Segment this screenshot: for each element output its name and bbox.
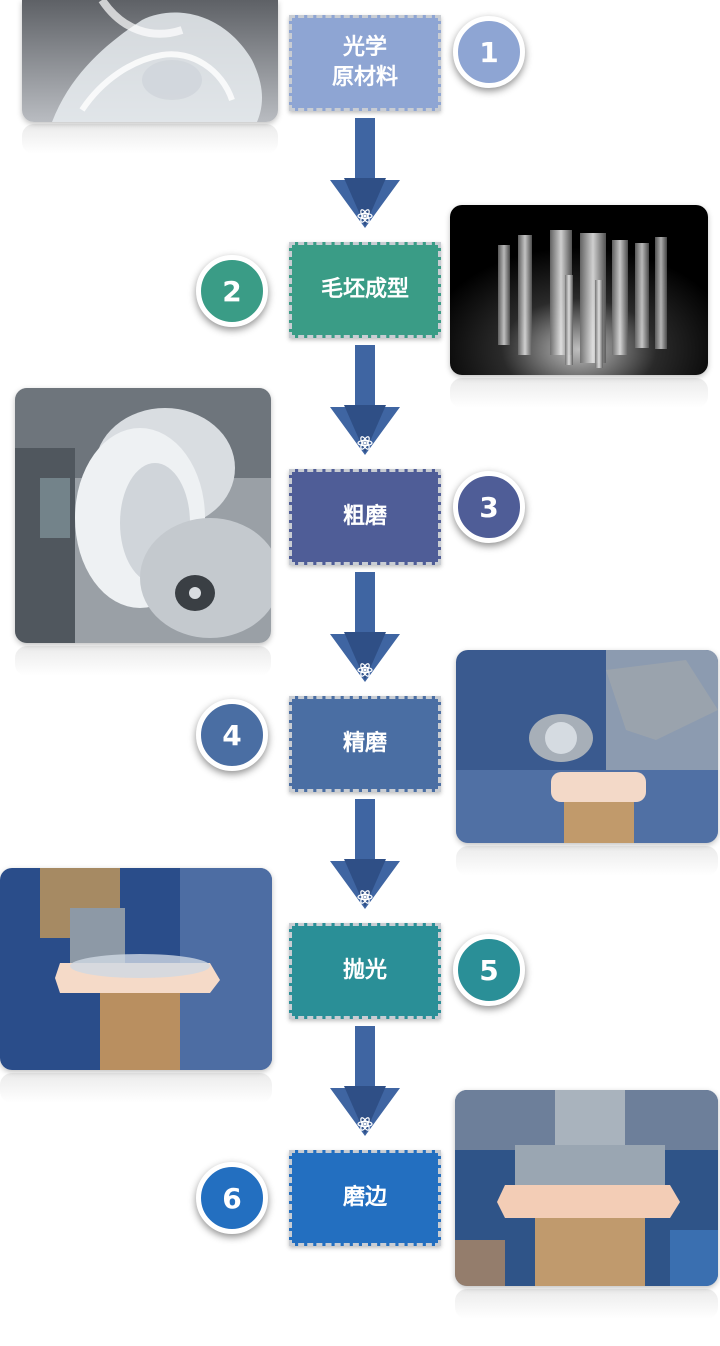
atom-icon	[357, 663, 373, 677]
down-arrow-5	[330, 1026, 400, 1136]
glass-rods-photo	[450, 205, 708, 375]
down-arrow-4	[330, 799, 400, 909]
step-box-6: 磨边	[289, 1150, 441, 1246]
step-box-4: 精磨	[289, 696, 441, 792]
down-arrow-2	[330, 345, 400, 455]
step-label-5: 抛光	[342, 958, 387, 983]
step-label-3: 粗磨	[342, 504, 387, 529]
step-label-1: 光学 原材料	[331, 35, 398, 90]
down-arrow-1	[330, 118, 400, 228]
step-number-text-3: 3	[479, 490, 499, 524]
step-label-6: 磨边	[342, 1185, 387, 1210]
step-number-4: 4	[196, 699, 268, 771]
atom-icon	[357, 209, 373, 223]
step-number-6: 6	[196, 1162, 268, 1234]
step-box-2: 毛坯成型	[289, 242, 441, 338]
crystal-glass-photo	[22, 0, 278, 122]
step-label-4: 精磨	[342, 731, 387, 756]
step-number-text-5: 5	[479, 953, 499, 987]
step-box-3: 粗磨	[289, 469, 441, 565]
atom-icon	[357, 436, 373, 450]
atom-icon	[357, 890, 373, 904]
step-number-text-2: 2	[222, 274, 242, 308]
down-arrow-3	[330, 572, 400, 682]
step-number-1: 1	[453, 16, 525, 88]
grinding-wheel-photo	[15, 388, 271, 643]
step-box-5: 抛光	[289, 923, 441, 1019]
edging-photo	[455, 1090, 718, 1286]
step-number-3: 3	[453, 471, 525, 543]
atom-icon	[357, 1117, 373, 1131]
polishing-photo	[0, 868, 272, 1070]
step-number-5: 5	[453, 934, 525, 1006]
step-number-2: 2	[196, 255, 268, 327]
fine-grinding-photo	[456, 650, 718, 843]
step-number-text-4: 4	[222, 718, 242, 752]
step-number-text-1: 1	[479, 35, 499, 69]
step-label-2: 毛坯成型	[320, 277, 409, 302]
step-box-1: 光学 原材料	[289, 15, 441, 111]
step-number-text-6: 6	[222, 1181, 242, 1215]
